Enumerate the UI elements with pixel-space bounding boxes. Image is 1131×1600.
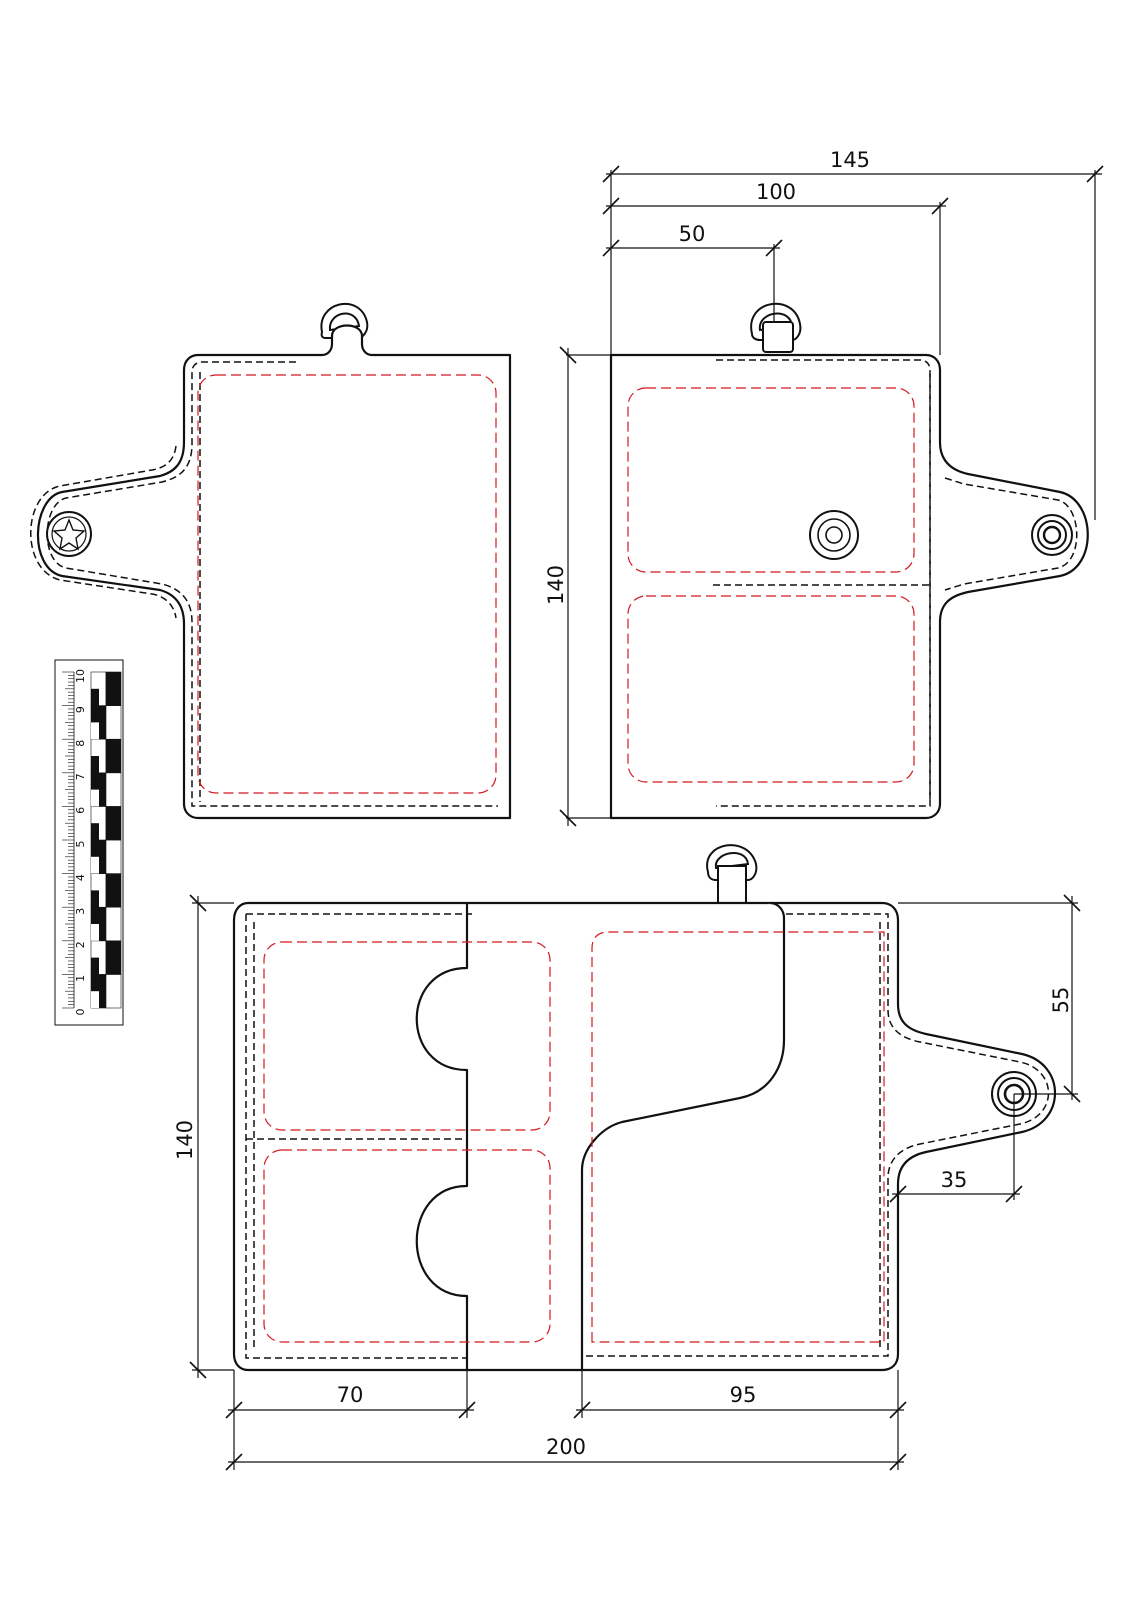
ruler-label: 8 bbox=[74, 740, 87, 747]
ruler-block bbox=[105, 671, 122, 706]
bottom-dimensions: 140 55 35 70 95 200 bbox=[173, 894, 1081, 1471]
snap-button-icon bbox=[1031, 514, 1073, 556]
ruler-subblock bbox=[91, 856, 99, 874]
ruler-label: 4 bbox=[74, 874, 87, 881]
ruler-label: 0 bbox=[74, 1009, 87, 1016]
dim-200: 200 bbox=[546, 1435, 586, 1459]
dim-140-top: 140 bbox=[544, 565, 568, 605]
ruler-subblock bbox=[91, 991, 99, 1008]
ruler-subblock bbox=[91, 722, 99, 740]
ruler-block bbox=[105, 940, 122, 975]
ruler-subblock bbox=[91, 823, 99, 840]
d-ring-icon bbox=[750, 302, 802, 353]
dim-35: 35 bbox=[941, 1168, 968, 1192]
back-panel-outline bbox=[36, 324, 512, 820]
ruler-block bbox=[105, 806, 122, 841]
ruler-label: 3 bbox=[74, 908, 87, 915]
star-icon bbox=[46, 511, 92, 557]
front-view bbox=[609, 302, 1089, 820]
snap-button-icon bbox=[809, 510, 859, 560]
ruler-block bbox=[105, 738, 122, 774]
ruler-block bbox=[105, 906, 122, 942]
ruler-subblock bbox=[91, 756, 99, 773]
ruler-label: 7 bbox=[74, 773, 87, 780]
ruler-block bbox=[105, 705, 122, 740]
ruler-subblock bbox=[91, 957, 99, 975]
ruler-subblock bbox=[91, 688, 99, 706]
ruler-label: 1 bbox=[74, 975, 87, 982]
ruler-subblock bbox=[91, 789, 99, 807]
ruler-block bbox=[105, 873, 122, 908]
ruler-subblock bbox=[91, 924, 99, 941]
dim-100: 100 bbox=[756, 180, 796, 204]
dim-55: 55 bbox=[1049, 987, 1073, 1014]
ruler-block bbox=[105, 772, 122, 807]
back-view bbox=[30, 303, 512, 820]
dim-140-bottom: 140 bbox=[173, 1120, 197, 1160]
ruler-label: 6 bbox=[74, 807, 87, 814]
dim-95: 95 bbox=[730, 1383, 757, 1407]
ruler-block bbox=[105, 974, 122, 1009]
scale-ruler: 0 1 2 3 4 5 6 7 8 9 10 bbox=[54, 659, 124, 1026]
ruler-label: 10 bbox=[74, 669, 87, 683]
dim-50: 50 bbox=[679, 222, 706, 246]
ruler-label: 5 bbox=[74, 841, 87, 848]
ruler-subblock bbox=[91, 890, 99, 908]
dim-145: 145 bbox=[830, 148, 870, 172]
ruler-label: 2 bbox=[74, 941, 87, 948]
top-dimensions: 145 100 50 140 bbox=[544, 148, 1104, 827]
inside-view bbox=[232, 844, 1056, 1372]
left-pocket bbox=[415, 903, 469, 1370]
ruler-label: 9 bbox=[74, 706, 87, 713]
ruler-block bbox=[105, 839, 122, 874]
dim-70: 70 bbox=[337, 1383, 364, 1407]
snap-button-icon bbox=[991, 1071, 1037, 1117]
front-panel-outline bbox=[609, 353, 1089, 820]
